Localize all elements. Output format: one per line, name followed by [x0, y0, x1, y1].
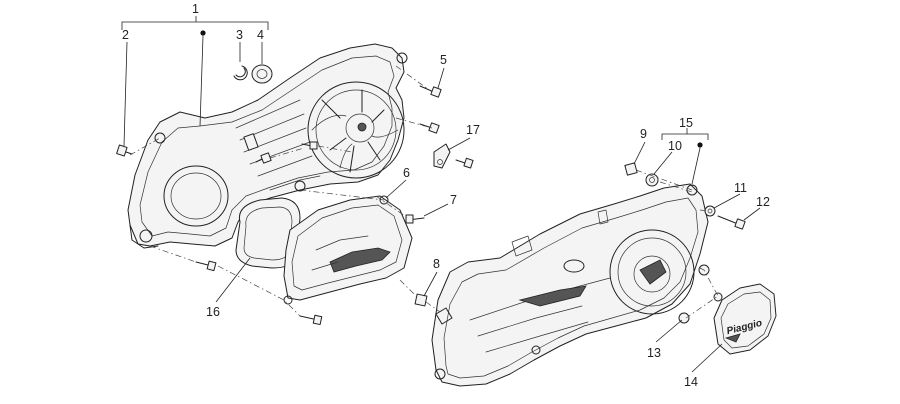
leader-lines [121, 16, 761, 373]
callout-6: 6 [403, 166, 410, 180]
badge-cover: Piaggio [713, 283, 777, 355]
callout-labels: 1 2 3 4 5 6 7 8 9 10 11 12 13 14 15 16 1… [122, 2, 770, 389]
bearing [251, 64, 273, 84]
callout-3: 3 [236, 28, 243, 42]
callout-11: 11 [734, 181, 747, 195]
callout-4: 4 [257, 28, 264, 42]
callout-5: 5 [440, 53, 447, 67]
inner-transmission-cover [127, 43, 408, 249]
callout-1: 1 [192, 2, 199, 16]
callout-12: 12 [756, 195, 770, 209]
outer-transmission-cover [431, 183, 709, 387]
assembly-lines [129, 65, 719, 319]
callout-9: 9 [640, 127, 647, 141]
screws [116, 85, 746, 326]
callout-8: 8 [433, 257, 440, 271]
circlip [233, 65, 248, 81]
callout-14: 14 [684, 375, 698, 389]
callout-15: 15 [679, 116, 693, 130]
callout-10: 10 [668, 139, 682, 153]
callout-7: 7 [450, 193, 457, 207]
callout-2: 2 [122, 28, 129, 42]
air-duct-cover [283, 195, 413, 305]
callout-16: 16 [206, 305, 220, 319]
callout-17: 17 [466, 123, 480, 137]
callout-13: 13 [647, 346, 661, 360]
drive-belt [235, 197, 301, 269]
